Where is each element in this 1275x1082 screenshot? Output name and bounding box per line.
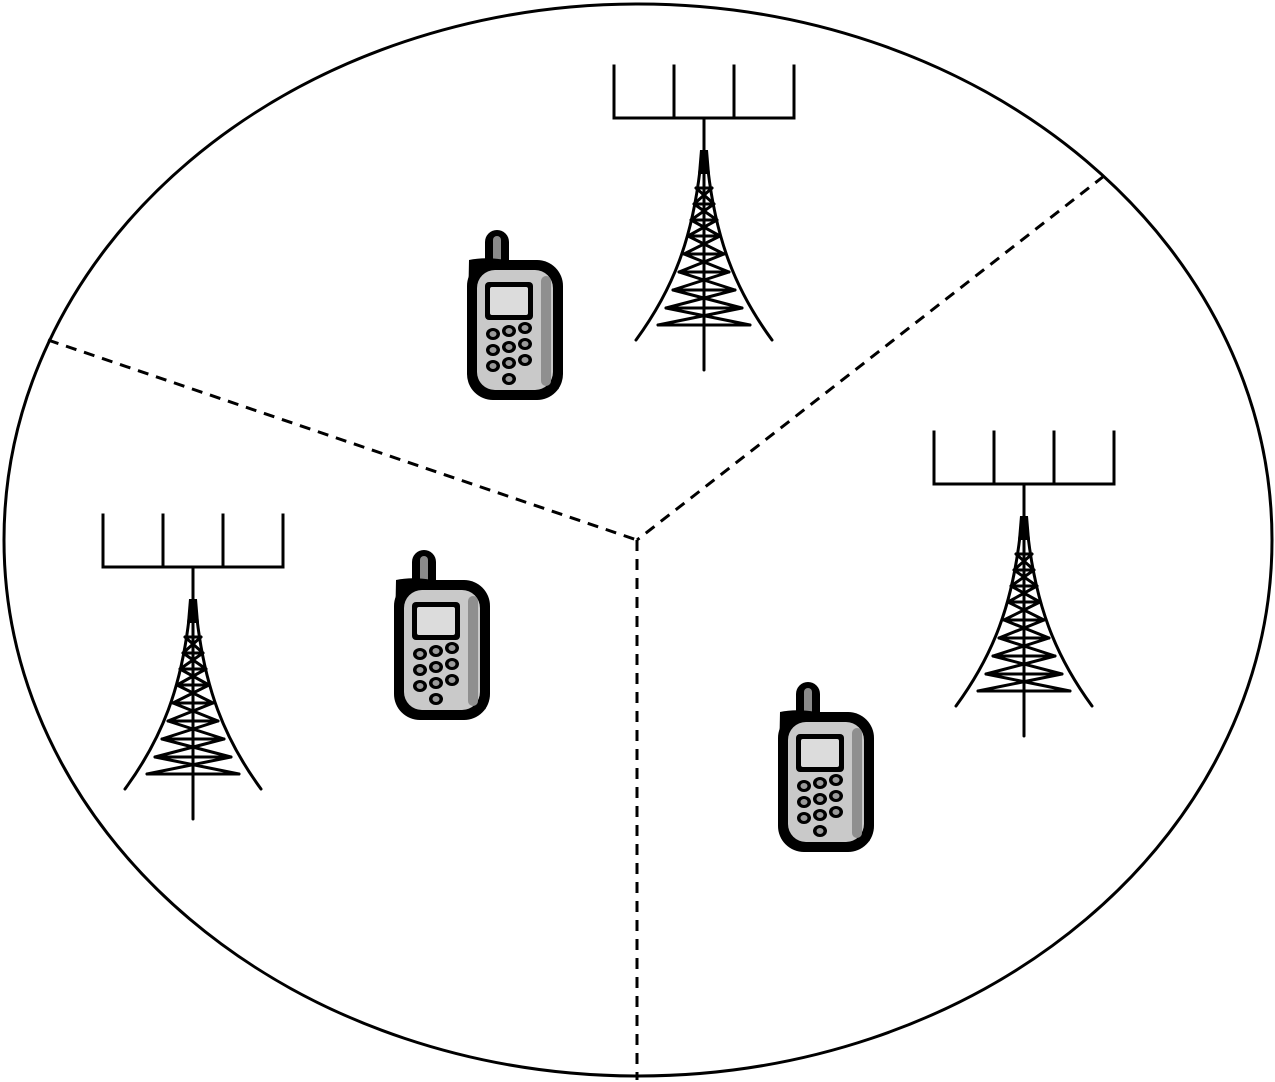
cell-dividers (47, 174, 1105, 1080)
mobile-phone-left (394, 550, 490, 720)
base-station-right (932, 430, 1116, 738)
divider-left (47, 338, 638, 542)
base-station-top (612, 64, 796, 372)
base-station-left (101, 513, 285, 821)
mobile-phone-top (467, 230, 563, 400)
mobile-phone-right (778, 682, 874, 852)
divider-right (636, 174, 1105, 542)
